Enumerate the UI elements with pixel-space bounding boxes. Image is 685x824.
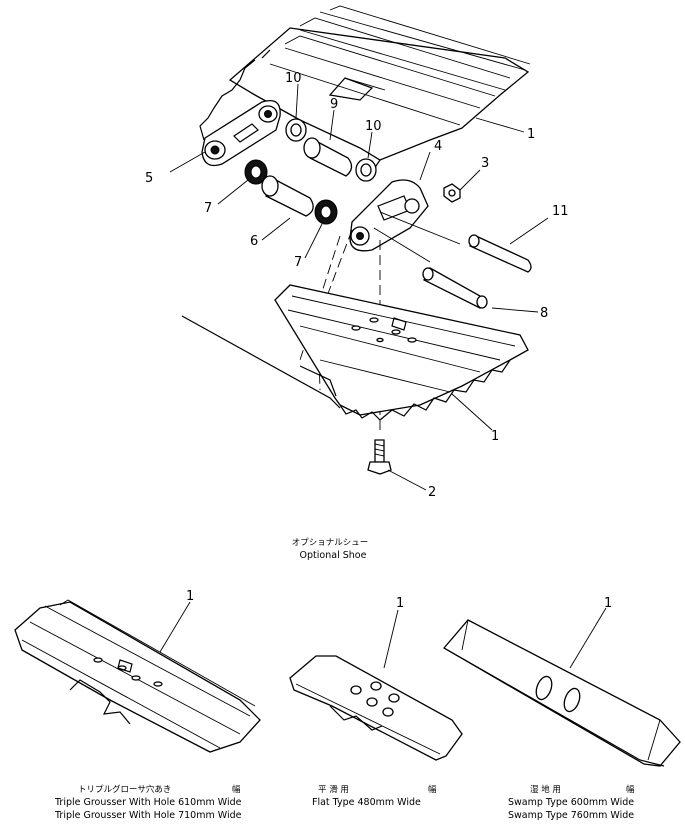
callout-8: 8 [540,306,548,321]
dust-seal-7-left [244,159,268,185]
callout-9: 9 [330,97,338,112]
caption-left-jp: トリプルグローサ穴あき [78,784,171,795]
callout-5: 5 [145,171,153,186]
seal-10-left [285,118,307,142]
caption-mid-jp-width: 幅 [428,784,437,795]
caption-right-jp: 湿 地 用 [530,784,561,795]
caption-right-line2: Swamp Type 760mm Wide [508,810,634,821]
shoe-swamp-type [442,619,681,767]
caption-left-line1: Triple Grousser With Hole 610mm Wide [54,797,242,808]
callout-4: 4 [434,139,442,154]
caption-flat-type: 平 滑 用 幅 Flat Type 480mm Wide [312,784,437,808]
callout-3: 3 [481,156,489,171]
pin-8 [422,267,488,309]
pin-11 [468,234,532,273]
leader-opt-right [569,607,607,669]
caption-left-jp-width: 幅 [232,784,241,795]
track-shoe-top [199,5,531,173]
caption-triple-grouser: トリプルグローサ穴あき 幅 Triple Grousser With Hole … [54,784,242,821]
leader-opt-mid [383,609,399,669]
callout-2: 2 [428,485,436,500]
callout-opt-left: 1 [186,589,194,604]
caption-mid-jp: 平 滑 用 [318,784,349,795]
seal-10-right [355,158,377,182]
caption-left-line2: Triple Grousser With Hole 710mm Wide [54,810,242,821]
callout-opt-mid: 1 [396,596,404,611]
bushing-6 [261,175,314,217]
leader-opt-left [159,601,191,653]
caption-mid-line1: Flat Type 480mm Wide [312,797,421,808]
caption-right-line1: Swamp Type 600mm Wide [508,797,634,808]
caption-swamp-type: 湿 地 用 幅 Swamp Type 600mm Wide Swamp Type… [508,784,635,821]
callout-1-top: 1 [527,127,535,142]
callout-10-left: 10 [285,71,302,86]
dust-seal-7-right [314,199,338,225]
nut-3 [443,183,461,203]
callout-11: 11 [552,204,569,219]
callout-opt-right: 1 [604,596,612,611]
bolt-2 [367,439,392,475]
track-link-left [201,99,281,167]
bushing-9 [303,137,353,177]
callout-10-right: 10 [365,119,382,134]
shoe-triple-grouser [14,599,261,753]
caption-right-jp-width: 幅 [626,784,635,795]
optional-shoe-title: Optional Shoe [300,550,367,561]
callout-7-left: 7 [204,201,212,216]
callout-7-right: 7 [294,255,302,270]
track-shoe-lower [181,284,529,421]
callout-1-lower: 1 [491,429,499,444]
optional-shoe-title-jp: オプショナルシュー [292,538,369,548]
shoe-flat-type [289,655,463,761]
callout-6: 6 [250,234,258,249]
leader-lines [169,83,549,491]
